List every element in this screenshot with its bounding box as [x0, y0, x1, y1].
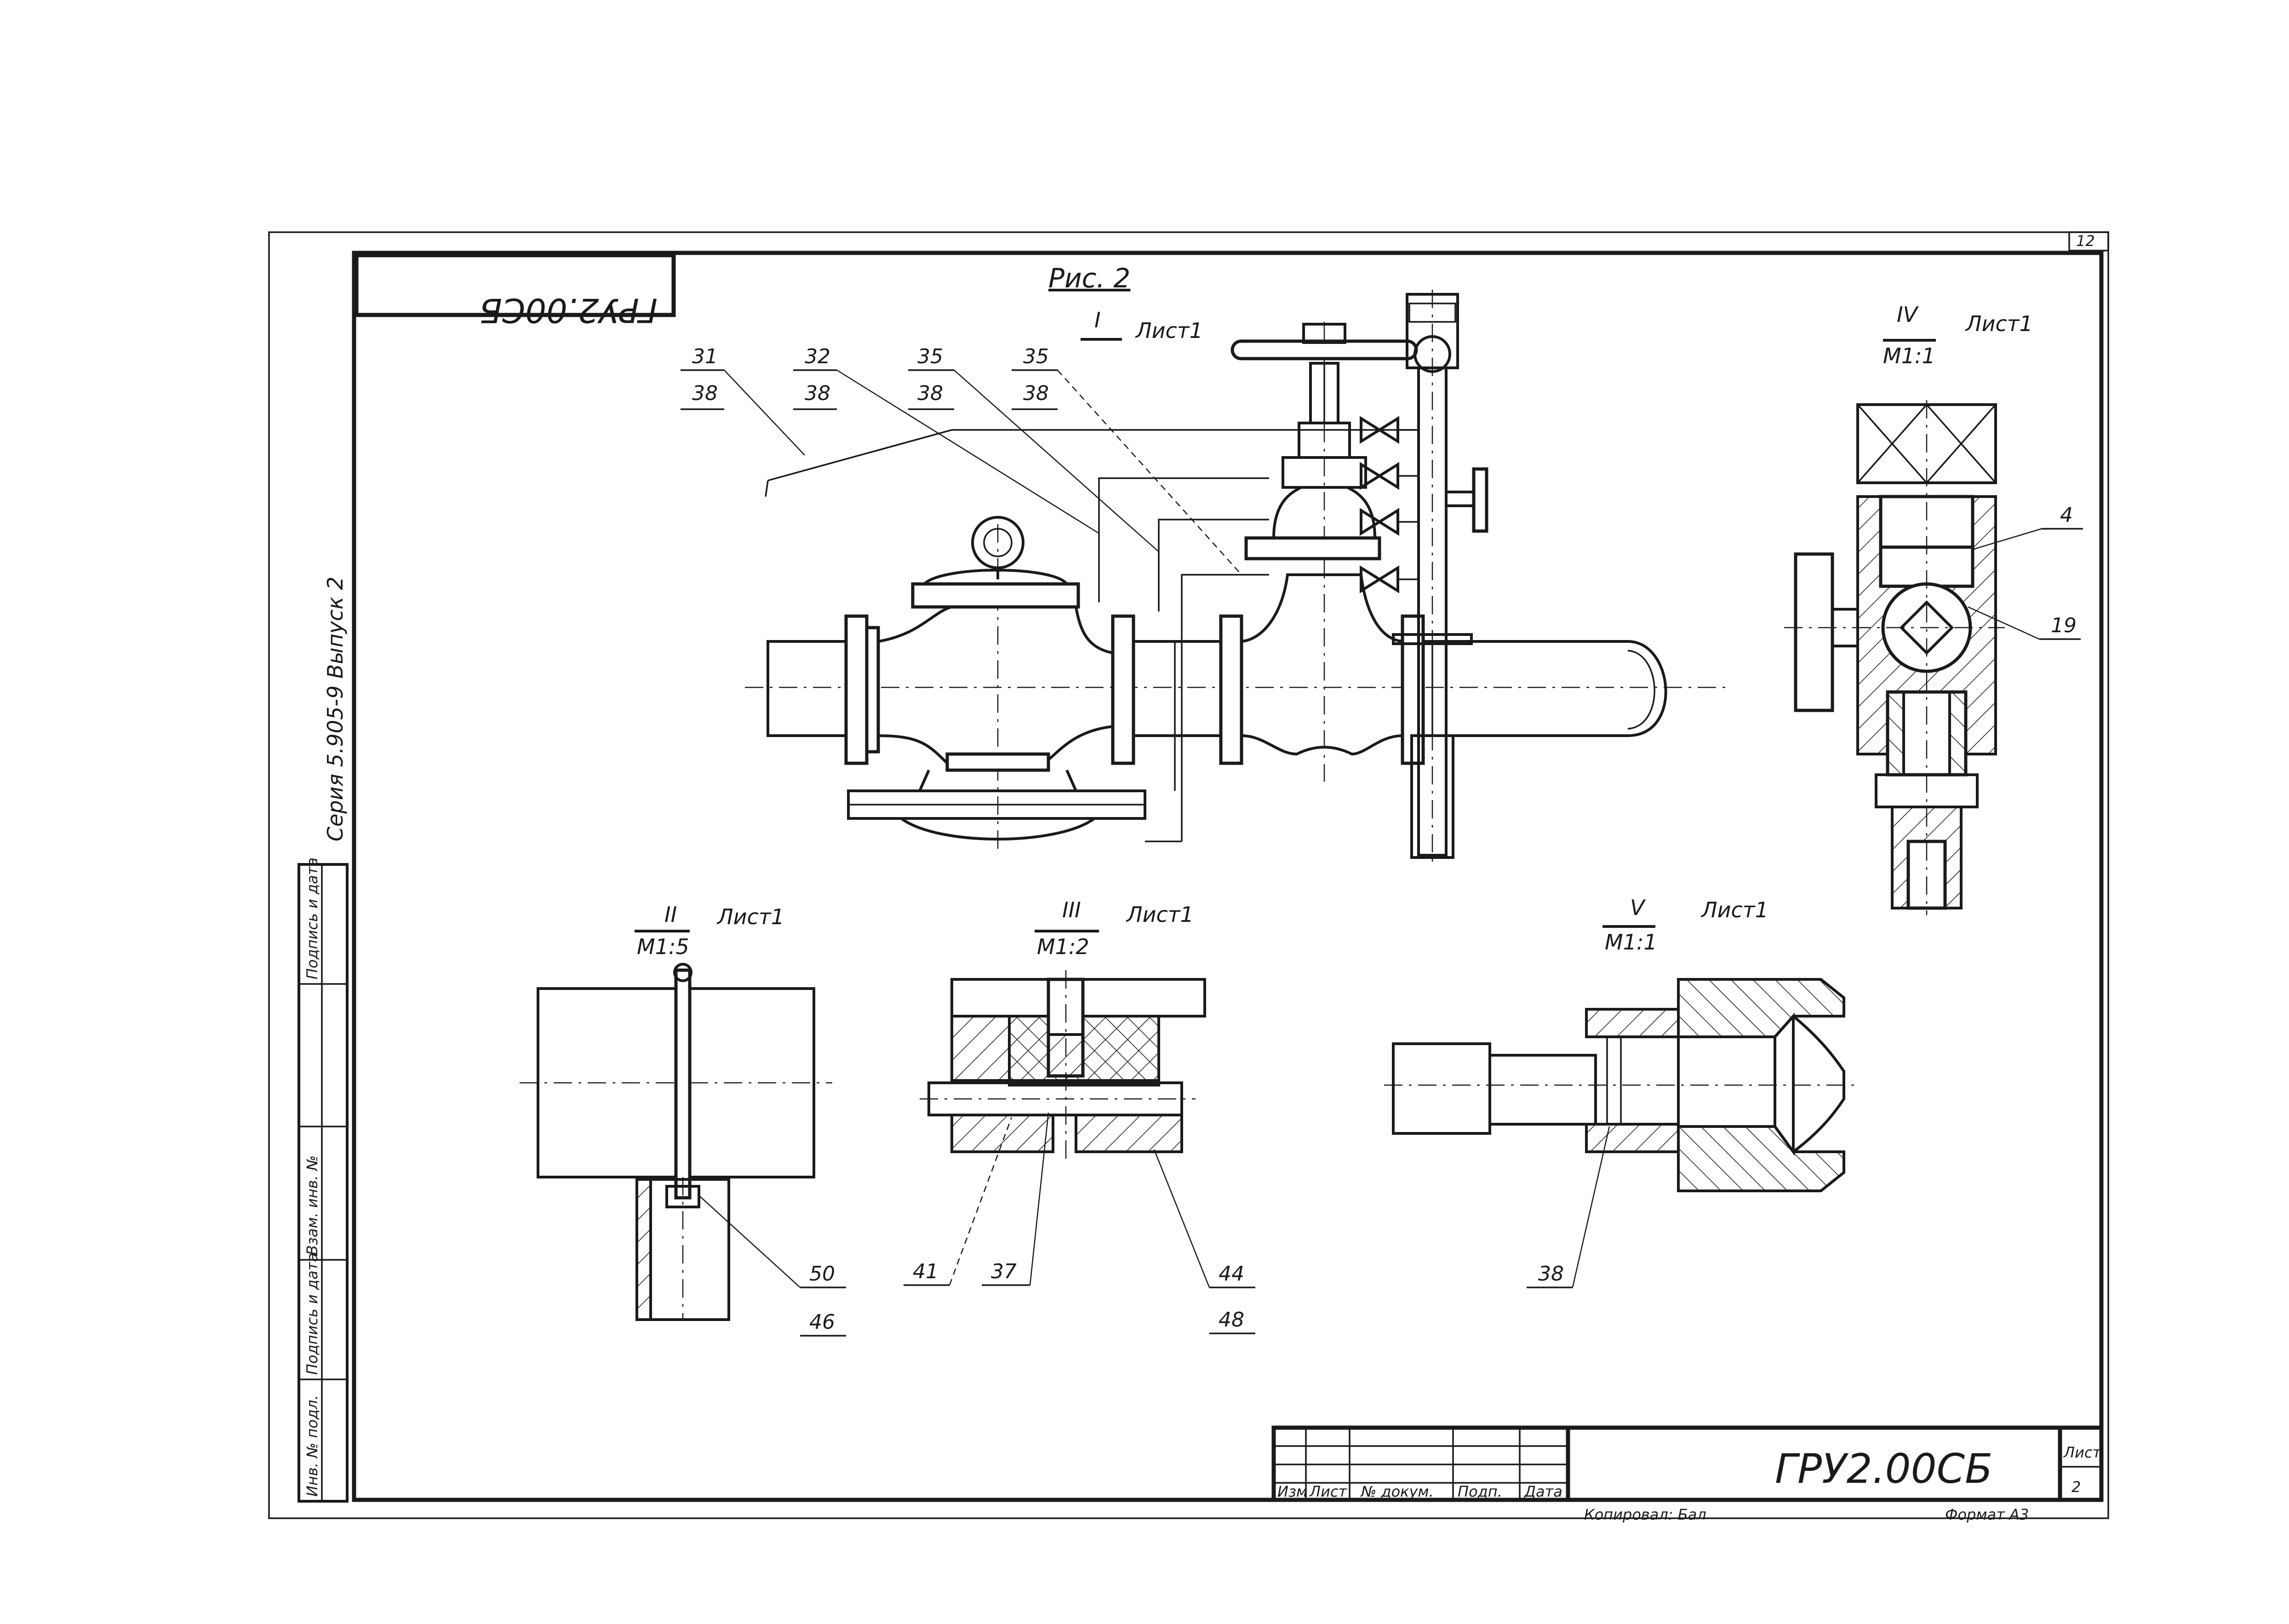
callout-41: 41	[904, 1117, 1013, 1286]
callout-19: 19	[1968, 606, 2081, 640]
designation-top: ГРУ2.00СБ	[480, 291, 658, 330]
sheet-number: 2	[2072, 1478, 2081, 1496]
title-block: Изм Лист № докум. Подп. Дата ГРУ2.00СБ Л…	[1271, 1425, 2104, 1502]
tb-header-doc: № докум.	[1360, 1483, 1434, 1500]
view-v-header: V М1:1 Лист1	[1602, 895, 1768, 955]
callout-32-top: 32	[805, 345, 830, 368]
callout-31-top: 31	[692, 345, 718, 368]
tb-header-izm: Изм	[1277, 1483, 1307, 1500]
callout-32-38: 32 38	[793, 345, 1099, 534]
callout-35-38-a: 35 38	[908, 345, 1159, 552]
tb-header-list: Лист	[1309, 1483, 1347, 1500]
view-ii-sheet: Лист1	[716, 904, 784, 929]
callout-32-bottom: 38	[805, 382, 830, 405]
callout-38-label: 38	[1538, 1262, 1564, 1286]
view-ii-numeral: II	[664, 902, 677, 927]
page-number-corner: 12	[2076, 232, 2095, 250]
view-iii-numeral: III	[1062, 898, 1081, 922]
main-assembly-drawing	[745, 290, 1729, 864]
view-iv-scale: М1:1	[1883, 343, 1935, 368]
view-iv-header: IV М1:1 Лист1	[1883, 302, 2033, 368]
designation-box-top	[354, 253, 676, 317]
view-iv-numeral: IV	[1897, 302, 1919, 327]
callout-35a-bottom: 38	[917, 382, 943, 405]
tb-header-sign: Подп.	[1458, 1483, 1502, 1500]
view-i-sheet: Лист1	[1135, 318, 1203, 343]
view-v-sheet: Лист1	[1700, 898, 1768, 922]
view-i-numeral: I	[1094, 308, 1101, 332]
tb-header-date: Дата	[1523, 1483, 1562, 1500]
view-v-drawing	[1384, 978, 1858, 1192]
callout-50-46: 50 46	[698, 1195, 846, 1337]
callout-50-bottom: 46	[809, 1310, 835, 1334]
view-i-header: I Лист1	[1081, 308, 1203, 343]
copied-label: Копировал: Бал	[1584, 1506, 1706, 1523]
margin-label-2: Подпись и дата	[303, 1253, 321, 1375]
view-ii-drawing	[520, 963, 832, 1321]
format-label: Формат А3	[1945, 1506, 2029, 1523]
callout-35b-top: 35	[1023, 345, 1049, 368]
callout-4-label: 4	[2060, 503, 2073, 527]
view-iv-sheet: Лист1	[1965, 311, 2033, 336]
callout-35a-top: 35	[917, 345, 943, 368]
view-iii-sheet: Лист1	[1126, 902, 1194, 927]
callout-44-bottom: 48	[1219, 1308, 1244, 1332]
callout-4: 4	[1972, 503, 2083, 550]
view-iii-header: III М1:2 Лист1	[1035, 898, 1194, 959]
view-ii-scale: М1:5	[637, 934, 689, 959]
view-ii-header: II М1:5 Лист1	[635, 902, 784, 959]
callout-41-label: 41	[913, 1260, 938, 1283]
callout-31-38: 31 38	[681, 345, 805, 456]
view-v-scale: М1:1	[1605, 930, 1657, 955]
margin-label-3: Взам. инв. №	[303, 1155, 321, 1255]
callout-31-bottom: 38	[692, 382, 718, 405]
sheet-label: Лист	[2063, 1444, 2101, 1461]
callout-19-label: 19	[2051, 614, 2077, 637]
margin-label-1: Инв. № подл.	[303, 1395, 321, 1497]
callout-37-label: 37	[991, 1260, 1017, 1283]
callout-44-48: 44 48	[1153, 1149, 1255, 1334]
left-margin-stamp: Инв. № подл. Подпись и дата Взам. инв. №…	[298, 858, 349, 1503]
outer-frame	[268, 231, 2109, 1519]
callout-44-top: 44	[1219, 1262, 1244, 1286]
callout-35b-bottom: 38	[1023, 382, 1049, 405]
callout-35-38-b: 35 38	[1012, 345, 1242, 575]
callout-50-top: 50	[809, 1262, 835, 1286]
callout-38: 38	[1527, 1126, 1610, 1288]
view-iv-drawing	[1784, 400, 2005, 915]
margin-label-4: Подпись и дата	[303, 858, 321, 979]
figure-title: Рис. 2	[1048, 263, 1130, 294]
callout-37: 37	[982, 1112, 1049, 1286]
drawing-designation: ГРУ2.00СБ	[1775, 1445, 1992, 1492]
view-iii-drawing	[920, 970, 1206, 1159]
view-v-numeral: V	[1630, 895, 1646, 920]
series-note: Серия 5.905-9 Выпуск 2	[323, 577, 348, 841]
view-iii-scale: М1:2	[1037, 934, 1089, 959]
